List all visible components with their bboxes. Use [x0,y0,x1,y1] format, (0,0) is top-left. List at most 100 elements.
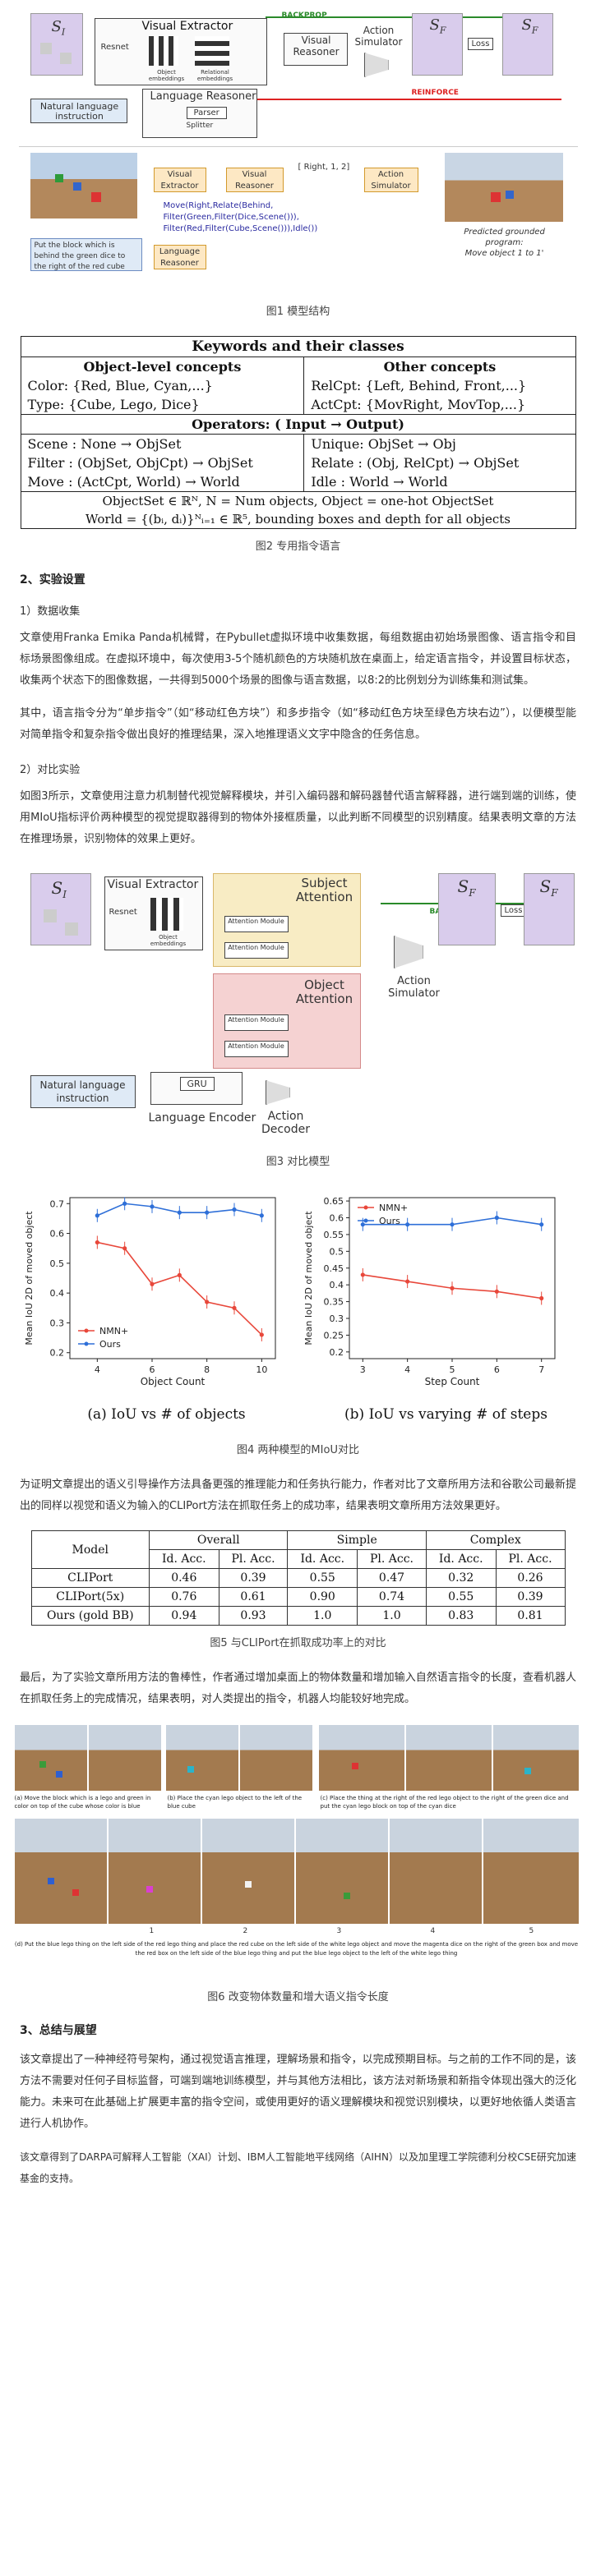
caption-4: 图4 两种模型的MIoU对比 [237,1444,359,1456]
y-tick-label: 0.5 [49,1258,64,1269]
fig3-visual-extractor-title: Visual Extractor [107,878,199,891]
res-cell: 0.46 [148,1568,219,1588]
backprop-line [265,16,512,18]
data-point [494,1289,499,1294]
res-cell: 0.39 [495,1587,566,1607]
y-tick-label: 0.3 [329,1313,344,1324]
fig6-d-cube1 [47,1878,54,1884]
fig6-num-2: 2 [243,1927,248,1935]
fig6-caption-a: (a) Move the block which is a lego and g… [14,1795,151,1810]
paragraph-7: 该文章得到了DARPA可解释人工智能（XAI）计划、IBM人工智能地平线网络（A… [20,2151,576,2184]
kw-color-row: Color: {Red, Blue, Cyan,...} [20,376,305,395]
data-point [204,1300,209,1304]
plot-frame [69,1197,275,1359]
article-page: SI Visual Extractor Resnet Object embedd… [0,7,596,2189]
fig6-c-img2 [405,1725,492,1791]
fig3-action-trap [393,936,423,968]
action-simulator-trap [363,53,389,77]
object-embeddings-grid [148,36,178,66]
right-label: [ Right, 1, 2] [298,163,350,172]
fig3-si-cube2 [64,922,78,936]
keyword-table: Keywords and their classes Object-level … [20,336,576,529]
y-tick-label: 0.6 [49,1229,64,1240]
res-cell: 1.0 [357,1606,427,1626]
y-tick-label: 0.4 [49,1288,64,1299]
figure-divider [18,146,578,147]
fig6-num-1: 1 [149,1927,155,1935]
kw-move-row: Move : (ActCpt, World) → World [20,472,305,492]
si-cube2 [59,53,72,64]
subject-attention-title: Subject Attention [295,876,353,904]
x-tick-label: 7 [538,1364,544,1375]
fig6-caption-d: (d) Put the blue lego thing on the left … [14,1941,579,1957]
relational-embeddings-grid [194,36,229,66]
res-row-name: CLIPort(5x) [30,1587,150,1607]
res-cell: 0.93 [218,1606,289,1626]
visual-reasoner-title: Visual Reasoner [293,34,340,58]
y-tick-label: 0.3 [49,1318,64,1328]
x-tick-label: 6 [149,1364,155,1375]
fig6-caption-c: (c) Place the thing at the right of the … [320,1795,569,1810]
res-complex-header: Complex [425,1530,566,1550]
fig3-nli-block: Natural language instruction [30,1075,136,1108]
data-point [122,1201,127,1206]
data-point [404,1279,409,1284]
y-tick-label: 0.25 [323,1330,344,1341]
paragraph-5: 最后，为了实验文章所用方法的鲁棒性，作者通过增加桌面上的物体数量和增加输入自然语… [20,1672,576,1705]
legend-marker [84,1341,88,1346]
res-model-header: Model [30,1530,150,1569]
predicted-line-2: Move object 1 to 1' [464,249,544,258]
kw-scene-row: Scene : None → ObjSet [20,434,305,453]
fig6-a-img2 [88,1725,161,1791]
y-tick-label: 0.5 [329,1246,344,1257]
fig3-sf-label: SF [539,876,558,899]
data-point [177,1272,182,1277]
bot-visual-extractor: Visual Extractor [153,168,206,192]
results-table: Model Overall Simple Complex Id. Acc. Pl… [30,1530,566,1626]
y-tick-label: 0.55 [323,1230,344,1240]
data-point [360,1222,365,1227]
fig3-action-decoder-title: Action Decoder [261,1110,310,1136]
section-3-title: 3、总结与展望 [20,2024,97,2037]
paragraph-2: 其中，语言指令分为“单步指令”（如“移动红色方块”）和多步指令（如“移动红色方块… [20,707,576,741]
si-label: SI [51,18,66,38]
subject-attention-module-1: Attention Module [224,916,289,932]
x-tick-label: 3 [359,1364,365,1375]
visual-extractor-block [94,18,267,85]
scene-obj-green [54,174,63,182]
subject-attention-module-2: Attention Module [224,942,289,959]
kw-unique-row: Unique: ObjSet → Obj [303,434,576,453]
res-cell: 0.83 [425,1606,497,1626]
data-point [259,1332,264,1337]
data-point [204,1210,209,1215]
res-row-name: CLIPort [30,1568,150,1588]
res-cell: 0.81 [495,1606,566,1626]
fig6-cube-c1 [351,1763,358,1769]
res-simple-header: Simple [287,1530,427,1550]
bot-action-simulator: Action Simulator [363,168,418,192]
res-simple-id: Id. Acc. [287,1549,358,1569]
predicted-line-1: Predicted grounded program: [464,228,545,247]
bot-language-reasoner: Language Reasoner [153,245,206,269]
res-cell: 1.0 [287,1606,358,1626]
fig3-embedding-grid [150,898,183,931]
res-overall-header: Overall [148,1530,289,1550]
section-2-title: 2、实验设置 [20,573,85,586]
kw-type-row: Type: {Cube, Lego, Dice} [20,395,305,415]
y-tick-label: 0.6 [329,1213,344,1224]
x-tick-label: 4 [404,1364,410,1375]
data-point [231,1305,237,1310]
data-point [122,1246,127,1251]
visual-reasoner-block [283,33,348,66]
object-attention-module-1: Attention Module [224,1014,289,1031]
paragraph-4: 为证明文章提出的语义引导操作方法具备更强的推理能力和任务执行能力，作者对比了文章… [20,1479,576,1512]
action-simulator-title: Action Simulator [354,25,403,48]
legend-label: NMN+ [99,1326,128,1336]
kw-ops-title: Operators: ( Input → Output) [20,414,576,435]
paragraph-3: 如图3所示，文章使用注意力机制替代视觉解释模块，并引入编码器和解码器替代语言解释… [20,790,576,845]
y-tick-label: 0.4 [329,1280,344,1290]
paragraph-6: 该文章提出了一种神经符号架构，通过视觉语言推理，理解场景和指令，以完成预期目标。… [20,2054,576,2130]
x-axis-label: Step Count [424,1376,479,1387]
section-2-2-title: 2）对比实验 [20,764,81,776]
